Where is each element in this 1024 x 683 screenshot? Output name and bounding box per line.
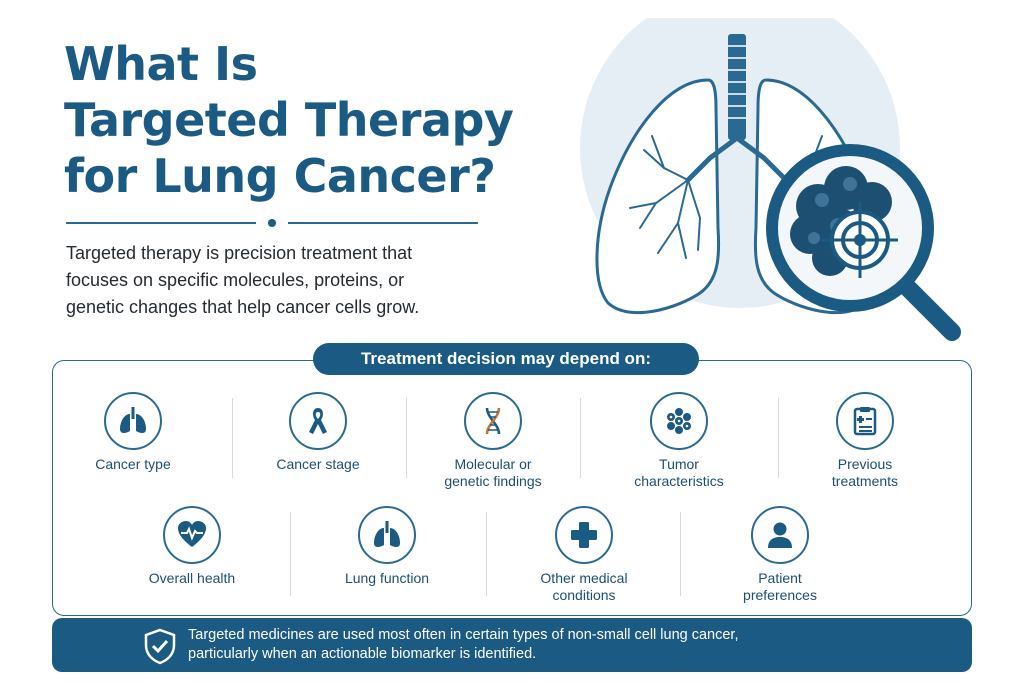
page-title: What Is Targeted Therapy for Lung Cancer… — [64, 36, 564, 204]
factor-overall-health: Overall health — [107, 506, 277, 587]
page-title-line: for Lung Cancer? — [64, 149, 496, 203]
factor-label: Tumor — [659, 456, 699, 472]
banner-line: particularly when an actionable biomarke… — [188, 646, 537, 662]
factor-label: Cancer type — [95, 456, 171, 472]
factor-label: Overall health — [148, 570, 236, 586]
divider — [232, 398, 233, 478]
shield-check-icon — [144, 628, 176, 665]
left-lung-icon — [595, 78, 721, 315]
intro-line: focuses on specific molecules, proteins,… — [66, 270, 405, 290]
factor-label: Previous — [837, 456, 893, 472]
factor-previous-treatments: Previous treatments — [780, 392, 950, 490]
lungs-icon — [120, 407, 146, 434]
factor-label: genetic findings — [444, 473, 542, 489]
divider — [486, 512, 487, 596]
factor-other-conditions: Other medical conditions — [499, 506, 669, 604]
intro-text: Targeted therapy is precision treatment … — [66, 240, 506, 321]
bronchi-icon — [685, 135, 789, 183]
banner-line: Targeted medicines are used most often i… — [188, 627, 739, 643]
info-banner: Targeted medicines are used most often i… — [52, 618, 972, 672]
heart-pulse-icon — [178, 521, 206, 547]
factor-label: Cancer stage — [276, 456, 360, 472]
intro-line: Targeted therapy is precision treatment … — [66, 243, 413, 263]
medical-cross-icon — [571, 522, 597, 548]
factor-tumor-characteristics: Tumor characteristics — [594, 392, 764, 490]
dna-icon — [485, 407, 501, 435]
factor-patient-preferences: Patient preferences — [695, 506, 865, 604]
person-icon — [768, 522, 792, 548]
tumor-cells-icon — [667, 408, 691, 434]
divider — [290, 512, 291, 596]
intro-line: genetic changes that help cancer cells g… — [66, 297, 420, 317]
clipboard-icon — [853, 407, 877, 436]
factor-label: conditions — [552, 587, 616, 603]
banner-text: Targeted medicines are used most often i… — [188, 626, 908, 664]
factor-label: treatments — [831, 473, 899, 489]
factor-lung-function: Lung function — [302, 506, 472, 587]
factor-cancer-stage: Cancer stage — [233, 392, 403, 473]
factor-cancer-type: Cancer type — [48, 392, 218, 473]
factor-label: preferences — [743, 587, 817, 603]
factor-label: Lung function — [344, 570, 430, 586]
divider — [580, 398, 581, 478]
factor-label: characteristics — [634, 473, 724, 489]
factor-label: Other medical — [540, 570, 628, 586]
section-heading: Treatment decision may depend on: — [313, 343, 699, 375]
factor-label: Patient — [758, 570, 802, 586]
divider — [778, 398, 779, 478]
lungs-icon — [374, 521, 400, 548]
divider — [406, 398, 407, 478]
factor-molecular-findings: Molecular or genetic findings — [408, 392, 578, 490]
ribbon-icon — [309, 408, 327, 434]
magnifier-handle-icon — [891, 271, 961, 341]
lungs-magnifier-illustration — [580, 18, 961, 341]
target-icon — [822, 202, 898, 278]
factor-label: Molecular or — [454, 456, 532, 472]
page-title-line: Targeted Therapy — [64, 93, 514, 147]
trachea-icon — [728, 34, 746, 140]
title-divider — [66, 219, 478, 227]
page-title-line: What Is — [64, 37, 258, 91]
divider — [680, 512, 681, 596]
